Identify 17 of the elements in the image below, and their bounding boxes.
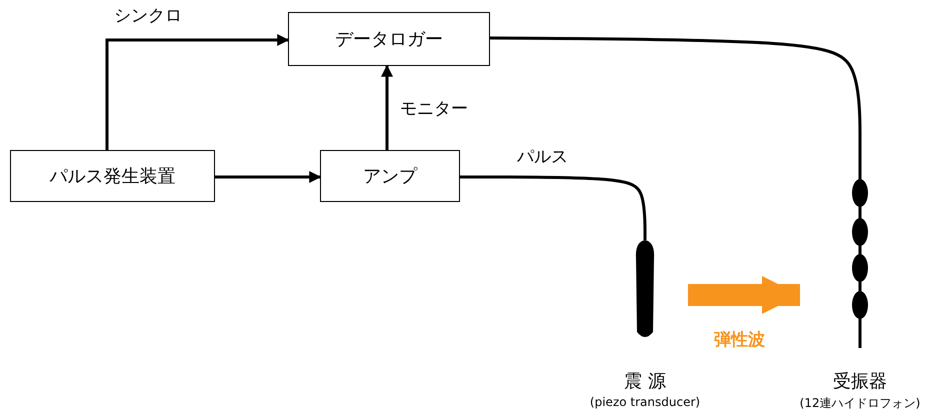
node-label: パルス発生装置 bbox=[50, 165, 176, 188]
arrow bbox=[381, 64, 393, 150]
arrow bbox=[215, 171, 322, 183]
node-label: アンプ bbox=[363, 165, 417, 188]
cable-line bbox=[460, 176, 646, 240]
edge-label: 弾性波 bbox=[712, 328, 767, 351]
process-box bbox=[320, 150, 460, 202]
cable-line bbox=[490, 36, 862, 150]
arrow bbox=[106, 34, 290, 150]
process-box bbox=[10, 150, 215, 202]
block-arrow bbox=[688, 276, 800, 314]
node-label: 受振器 bbox=[833, 370, 887, 393]
process-box bbox=[288, 12, 490, 66]
node-caption: (12連ハイドロフォン) bbox=[800, 395, 920, 412]
node-label: 震 源 bbox=[624, 370, 666, 393]
node-label: データロガー bbox=[335, 28, 443, 51]
caption-text: (piezo transducer) bbox=[588, 395, 702, 409]
